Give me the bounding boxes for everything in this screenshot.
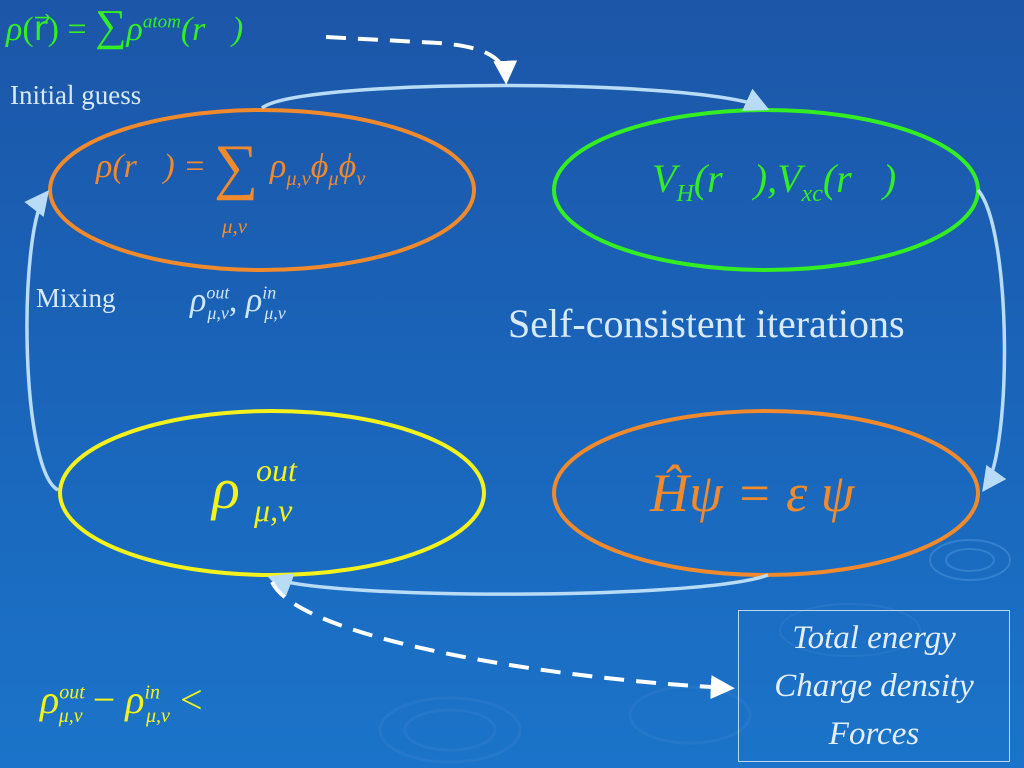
r-upright: (r⃗) (22, 11, 59, 48)
hartree-v: V (652, 156, 677, 201)
mixing-in-sup: in (262, 282, 277, 303)
mixing-out-sup: out (206, 282, 230, 303)
sum-symbol: ∑ (95, 1, 127, 50)
xc-r: (r⃗) (822, 156, 897, 201)
hartree-r: (r⃗), (693, 156, 778, 201)
results-box: Total energy Charge density Forces (738, 610, 1010, 762)
dashed-arrow-initial-guess (325, 35, 518, 85)
conv-out-sub: μ,ν (58, 705, 83, 727)
mixing-label: Mixing (36, 283, 116, 313)
density-ellipse (48, 108, 476, 272)
output-density-formula: ρ (212, 455, 240, 522)
output-rho: ρ (212, 456, 240, 521)
arrow-hamiltonian-to-output (267, 573, 769, 597)
mixing-rho-out: ρ (190, 282, 207, 319)
density-sum-subscript: μ,ν (222, 214, 248, 238)
water-ripple-decoration (378, 539, 1011, 764)
density-phi-nu-subscript: ν (356, 167, 366, 190)
arrow-output-to-density (24, 190, 60, 492)
output-density-subscript: μ,ν (254, 492, 293, 528)
result-forces: Forces (828, 716, 920, 752)
conv-less-than: < (169, 677, 203, 722)
dashed-arrow-to-results (270, 581, 735, 700)
conv-in-sup: in (144, 681, 161, 704)
conv-in-sub: μ,ν (146, 705, 170, 727)
initial-guess-label: Initial guess (10, 80, 142, 110)
xc-subscript: xc (801, 181, 823, 207)
density-sum-symbol: ∑ (214, 133, 259, 201)
density-lhs: ρ(r⃗) = (96, 148, 207, 185)
self-consistent-label: Self-consistent iterations (508, 301, 905, 346)
mixing-formula: ρoutμ,ν, ρinμ,ν (190, 282, 286, 324)
density-phi-mu-subscript: μ (328, 167, 339, 190)
mixing-in-sub: μ,ν (264, 302, 286, 323)
conv-rho-in: ρ (125, 677, 145, 722)
atomic-density-formula: ρ(r⃗) = ∑ρatom(r⃗) (6, 4, 243, 49)
conv-minus: − (82, 677, 126, 722)
arrow-density-to-potential (260, 83, 770, 111)
atom-superscript: atom (142, 11, 181, 33)
potential-formula: VH(r⃗),Vxc(r⃗) (652, 155, 896, 208)
r-vector: (r⃗) (180, 11, 244, 48)
xc-v: V (777, 156, 802, 201)
conv-out-sup: out (59, 681, 85, 704)
hartree-subscript: H (676, 181, 694, 207)
mixing-comma: , (228, 282, 246, 319)
convergence-criterion: ρoutμ,ν − ρinμ,ν < (40, 676, 203, 728)
schrodinger-equation: Ĥψ = ε ψ (650, 463, 855, 523)
density-formula: ρ(r⃗) = (96, 148, 206, 186)
equals-sign: = (58, 11, 96, 48)
mixing-rho-in: ρ (245, 282, 263, 319)
arrow-potential-to-hamiltonian (976, 188, 1007, 493)
density-rho-subscript: μ,ν (286, 167, 311, 190)
conv-rho-out: ρ (40, 677, 60, 722)
density-rhs: ρμ,νϕμϕν (270, 148, 365, 191)
output-density-superscript: out (256, 452, 297, 488)
rho-symbol: ρ (6, 11, 23, 48)
density-phi-nu: ϕ (338, 148, 357, 185)
density-phi-mu: ϕ (310, 148, 329, 185)
mixing-out-sub: μ,ν (207, 302, 229, 323)
density-rho: ρ (270, 148, 287, 185)
rho-atom-symbol: ρ (126, 11, 143, 48)
result-total-energy: Total energy (792, 620, 956, 656)
result-charge-density: Charge density (774, 668, 974, 704)
